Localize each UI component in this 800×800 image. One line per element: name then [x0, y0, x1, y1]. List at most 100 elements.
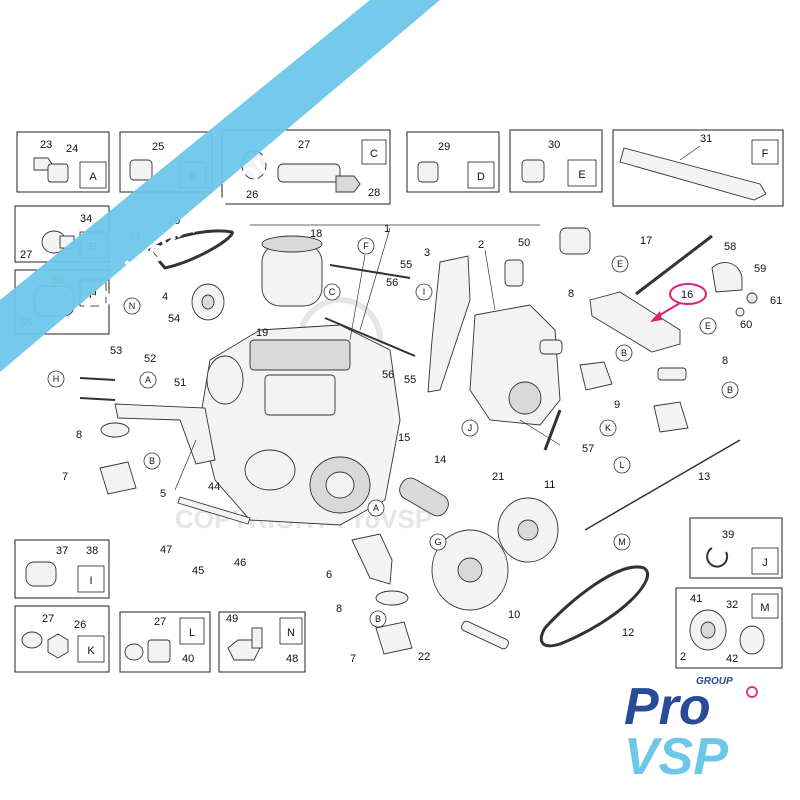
- svg-text:16: 16: [681, 289, 693, 301]
- engine-mount: [579, 361, 689, 433]
- svg-text:2: 2: [478, 239, 484, 251]
- svg-text:10: 10: [508, 609, 520, 621]
- detail-box-l: L 27 40: [119, 611, 211, 673]
- svg-text:30: 30: [548, 139, 560, 151]
- svg-text:B: B: [621, 348, 627, 358]
- engine-mount-bottom: [375, 590, 413, 655]
- highlight-callout-16: 16: [650, 283, 707, 322]
- svg-text:L: L: [189, 627, 195, 639]
- svg-text:C: C: [329, 287, 336, 297]
- svg-text:E: E: [705, 321, 711, 331]
- engine-assembly: [199, 324, 401, 526]
- svg-text:M: M: [618, 537, 626, 547]
- svg-text:H: H: [89, 289, 97, 301]
- engine-mount-left: [99, 422, 137, 495]
- detail-box-m: M 41 32 2 42: [675, 587, 783, 669]
- detail-box-f: F 31: [612, 129, 784, 207]
- svg-text:N: N: [287, 627, 295, 639]
- svg-text:27: 27: [298, 139, 310, 151]
- svg-text:D: D: [477, 171, 485, 183]
- svg-text:57: 57: [582, 443, 594, 455]
- svg-text:Pro: Pro: [624, 678, 711, 736]
- svg-text:40: 40: [182, 653, 194, 665]
- bar: [177, 496, 251, 525]
- svg-text:B: B: [149, 456, 155, 466]
- svg-text:14: 14: [434, 454, 446, 466]
- svg-text:54: 54: [168, 313, 180, 325]
- svg-text:11: 11: [544, 479, 555, 491]
- bracket: [427, 255, 471, 393]
- svg-text:J: J: [762, 557, 768, 569]
- svg-text:46: 46: [234, 557, 246, 569]
- svg-text:49: 49: [226, 613, 238, 625]
- svg-text:3: 3: [424, 247, 430, 259]
- svg-text:5: 5: [160, 488, 166, 500]
- detail-box-a: A 23 24: [16, 131, 110, 193]
- mounting-rail: [589, 291, 681, 353]
- detail-box-i: I 37 38: [14, 539, 110, 599]
- svg-text:32: 32: [726, 599, 738, 611]
- svg-text:26: 26: [246, 189, 258, 201]
- svg-text:L: L: [619, 460, 624, 470]
- svg-text:18: 18: [310, 228, 322, 240]
- svg-text:24: 24: [66, 143, 78, 155]
- svg-text:8: 8: [722, 355, 728, 367]
- provsp-logo: GROUP Pro VSP: [624, 676, 758, 786]
- svg-text:34: 34: [80, 213, 92, 225]
- svg-text:F: F: [363, 241, 369, 251]
- svg-text:27: 27: [154, 616, 166, 628]
- svg-text:56: 56: [386, 277, 398, 289]
- svg-text:45: 45: [192, 565, 204, 577]
- svg-text:8: 8: [568, 288, 574, 300]
- starter: [504, 227, 591, 287]
- svg-text:GROUP: GROUP: [696, 676, 733, 687]
- svg-text:7: 7: [62, 471, 68, 483]
- svg-text:A: A: [145, 375, 151, 385]
- bracket-support: [351, 533, 393, 585]
- shaft: [461, 620, 509, 650]
- svg-text:55: 55: [400, 259, 412, 271]
- detail-box-n: N 49 48: [218, 611, 306, 673]
- svg-text:I: I: [89, 575, 92, 587]
- clutch: [431, 497, 559, 611]
- svg-text:VSP: VSP: [624, 728, 728, 786]
- svg-text:37: 37: [56, 545, 68, 557]
- clamp: [711, 262, 758, 317]
- svg-text:8: 8: [336, 603, 342, 615]
- air-filter: [261, 235, 323, 307]
- svg-text:52: 52: [144, 353, 156, 365]
- svg-text:48: 48: [286, 653, 298, 665]
- detail-box-k: K 27 26: [14, 605, 110, 673]
- svg-text:31: 31: [700, 133, 712, 145]
- svg-text:56: 56: [382, 369, 394, 381]
- gearbox-assembly: [469, 304, 563, 426]
- svg-text:8: 8: [76, 429, 82, 441]
- svg-text:G: G: [434, 537, 441, 547]
- svg-text:39: 39: [722, 529, 734, 541]
- belt: [147, 229, 234, 270]
- detail-box-e: E 30: [509, 129, 603, 193]
- svg-text:E: E: [578, 169, 585, 181]
- svg-text:1: 1: [384, 223, 390, 235]
- svg-text:I: I: [423, 287, 426, 297]
- svg-text:59: 59: [754, 263, 766, 275]
- svg-text:28: 28: [368, 187, 380, 199]
- svg-text:42: 42: [726, 653, 738, 665]
- callout-numbers: 1 2 3 4 5 6 7 7 8 8 8 8 9 10 11 12 13 14…: [62, 215, 782, 665]
- svg-text:53: 53: [110, 345, 122, 357]
- svg-text:12: 12: [622, 627, 634, 639]
- svg-text:26: 26: [74, 619, 86, 631]
- svg-text:61: 61: [770, 295, 782, 307]
- svg-text:58: 58: [724, 241, 736, 253]
- svg-text:41: 41: [690, 593, 702, 605]
- svg-text:21: 21: [492, 471, 504, 483]
- svg-text:27: 27: [42, 613, 54, 625]
- svg-text:51: 51: [174, 377, 186, 389]
- svg-text:A: A: [89, 171, 97, 183]
- svg-text:19: 19: [256, 327, 268, 339]
- svg-text:29: 29: [438, 141, 450, 153]
- svg-text:50: 50: [518, 237, 530, 249]
- detail-box-j: J 39: [689, 517, 783, 579]
- svg-text:13: 13: [698, 471, 710, 483]
